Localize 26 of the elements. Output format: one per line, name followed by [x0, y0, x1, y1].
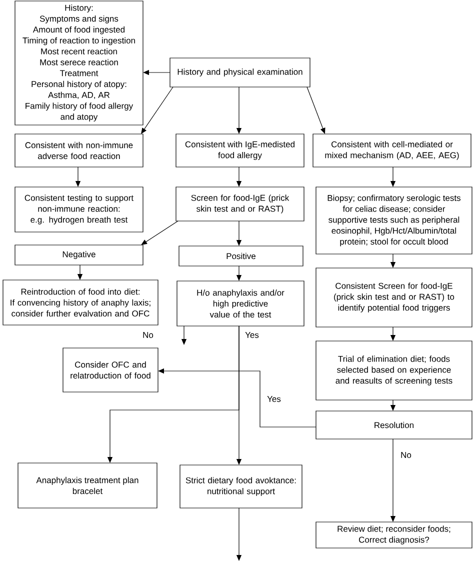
process-box: Consistent with IgE-medisted food allergy — [176, 134, 304, 168]
process-box: Negative — [14, 244, 144, 266]
arrow — [141, 86, 174, 134]
edge-label: No — [400, 451, 412, 459]
process-box: Resolution — [316, 410, 472, 440]
process-box: History: Symptoms and signs Amount of food ingested Timing of reaction to ingestion Most recent reaction Most serece reaction Treatment Personal history of atopy: Asthma, AD, AR Family history of food allergy and atopy — [14, 0, 144, 126]
process-box: Review diet; reconsider foods; Correct diagnosis? — [316, 522, 472, 548]
process-box: Biopsy; confirmatory serologic tests for celiac disease; consider supportive tests such as peripheral eosinophil, Hgb/Hct/Albumin/total protein; stool for occult blood — [316, 186, 472, 254]
process-box: Consistent with non-immune adverse food reaction — [14, 134, 144, 168]
process-box: History and physical examination — [170, 58, 310, 88]
edge-label: No — [142, 331, 154, 339]
arrow — [141, 220, 178, 245]
process-box: Consider OFC and relatroduction of food — [62, 348, 158, 392]
process-box: Reintroduction of food into diet: If convencing history of anaphy laxis; consider further evalvation and OFC — [2, 280, 158, 326]
arrow — [306, 86, 326, 134]
process-box: Anaphylaxis treatment plan bracelet — [18, 462, 158, 508]
process-box: Consistent testing to support non-immune reaction: e.g. hydrogen breath test — [14, 186, 144, 232]
process-box: Positive — [178, 246, 304, 266]
edge-label: Yes — [266, 395, 282, 403]
process-box: Screen for food-IgE (prick skin test and or RAST) — [176, 186, 304, 222]
process-box: Trial of elimination diet; foods selected based on experience and reasults of screening tests — [316, 340, 472, 400]
edge-label: Yes — [244, 331, 260, 339]
process-box: Strict dietary food avoktance: nutritional support — [180, 464, 302, 508]
process-box: Consistent with cell-mediated or mixed mechanism (AD, AEE, AEG) — [312, 134, 472, 168]
process-box: Consistent Screen for food-IgE (prick skin test and or RAST) to identify potential food triggers — [316, 268, 472, 328]
process-box: H/o anaphylaxis and/or high predictive value of the test — [176, 280, 304, 326]
